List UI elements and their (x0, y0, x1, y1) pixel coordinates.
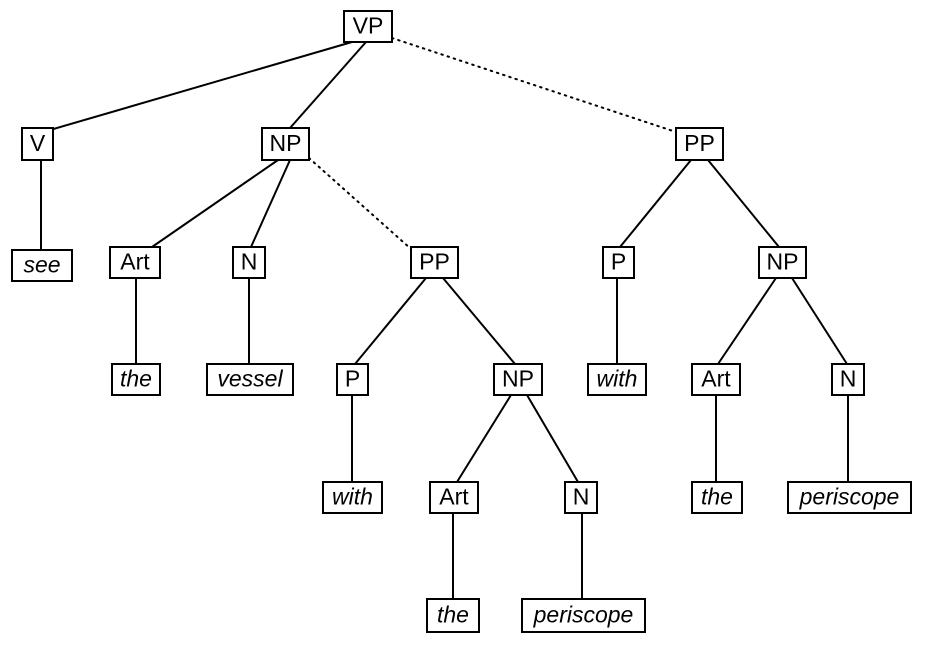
tree-node-n_right[interactable]: N (831, 363, 865, 396)
tree-edge-np_right-to-n_right (791, 277, 848, 365)
node-box-np_mid (493, 363, 543, 396)
tree-edge-pp_right-to-p_right (619, 159, 692, 248)
tree-node-the1[interactable]: the (111, 363, 161, 396)
node-label-p_mid: P (345, 366, 360, 392)
tree-edge-np_mid-to-n_mid (526, 394, 579, 483)
tree-node-np_mid[interactable]: NP (493, 363, 543, 396)
tree-node-persc_m[interactable]: periscope (521, 598, 646, 633)
tree-node-p_right[interactable]: P (602, 246, 635, 279)
node-label-n_mid: N (573, 484, 590, 510)
node-box-n_right (831, 363, 865, 396)
tree-node-the_r[interactable]: the (691, 481, 743, 514)
node-box-vessel (206, 363, 294, 396)
node-box-p_mid (336, 363, 369, 396)
node-box-n_mid (564, 481, 598, 514)
tree-node-vp[interactable]: VP (343, 10, 393, 43)
tree-node-with_m[interactable]: with (322, 481, 383, 514)
node-box-vp (343, 10, 393, 43)
tree-edge-vp-to-pp_right (391, 37, 677, 133)
node-box-np1 (261, 127, 310, 161)
node-label-v: V (30, 130, 46, 156)
node-label-pp_mid: PP (419, 249, 450, 275)
node-box-with_m (322, 481, 383, 514)
node-box-the1 (111, 363, 161, 396)
node-label-np_right: NP (767, 249, 799, 275)
node-box-see (11, 249, 73, 282)
node-box-p_right (602, 246, 635, 279)
node-label-with_r: with (597, 366, 638, 392)
node-box-n1 (232, 246, 266, 279)
tree-node-n_mid[interactable]: N (564, 481, 598, 514)
node-label-art_right: Art (701, 366, 731, 392)
tree-node-v[interactable]: V (21, 127, 54, 161)
node-box-the_m (426, 598, 480, 633)
node-box-art_right (691, 363, 741, 396)
node-label-np1: NP (270, 130, 302, 156)
node-label-vp: VP (353, 13, 384, 39)
node-label-n_right: N (840, 366, 857, 392)
node-label-art1: Art (120, 249, 150, 275)
node-box-pp_mid (410, 246, 459, 279)
tree-node-vessel[interactable]: vessel (206, 363, 294, 396)
tree-edge-vp-to-np1 (289, 41, 367, 129)
node-label-the_m: the (437, 602, 469, 628)
tree-edge-np1-to-n1 (250, 159, 291, 248)
node-box-persc_m (521, 598, 646, 633)
tree-edge-vp-to-v (49, 41, 353, 131)
tree-node-persc_r[interactable]: periscope (787, 481, 912, 514)
tree-edge-pp_mid-to-np_mid (442, 277, 516, 365)
node-box-np_right (758, 246, 807, 279)
tree-node-p_mid[interactable]: P (336, 363, 369, 396)
tree-node-np1[interactable]: NP (261, 127, 310, 161)
node-label-persc_r: periscope (799, 484, 900, 510)
node-box-art_mid (429, 481, 479, 514)
node-box-v (21, 127, 54, 161)
tree-node-pp_mid[interactable]: PP (410, 246, 459, 279)
tree-node-art_right[interactable]: Art (691, 363, 741, 396)
node-label-vessel: vessel (217, 366, 283, 392)
node-label-the_r: the (701, 484, 733, 510)
tree-node-np_right[interactable]: NP (758, 246, 807, 279)
tree-edge-np_mid-to-art_mid (456, 394, 512, 483)
node-label-persc_m: periscope (533, 602, 634, 628)
node-box-persc_r (787, 481, 912, 514)
node-label-pp_right: PP (684, 130, 715, 156)
node-label-n1: N (241, 249, 258, 275)
node-box-the_r (691, 481, 743, 514)
tree-edge-pp_mid-to-p_mid (354, 277, 427, 365)
tree-node-n1[interactable]: N (232, 246, 266, 279)
tree-node-art_mid[interactable]: Art (429, 481, 479, 514)
tree-edge-pp_right-to-np_right (707, 159, 780, 248)
node-box-pp_right (675, 127, 724, 161)
tree-node-the_m[interactable]: the (426, 598, 480, 633)
tree-edge-np_right-to-art_right (717, 277, 777, 365)
tree-node-see[interactable]: see (11, 249, 73, 282)
node-box-art1 (109, 246, 161, 279)
node-label-np_mid: NP (502, 366, 534, 392)
tree-node-pp_right[interactable]: PP (675, 127, 724, 161)
node-label-art_mid: Art (439, 484, 469, 510)
tree-node-with_r[interactable]: with (587, 363, 647, 396)
node-box-with_r (587, 363, 647, 396)
tree-node-art1[interactable]: Art (109, 246, 161, 279)
edge-layer (40, 37, 849, 599)
node-label-the1: the (120, 366, 152, 392)
node-label-with_m: with (332, 484, 373, 510)
node-label-see: see (23, 252, 60, 278)
tree-edge-np1-to-art1 (151, 159, 279, 248)
node-label-p_right: P (611, 249, 626, 275)
